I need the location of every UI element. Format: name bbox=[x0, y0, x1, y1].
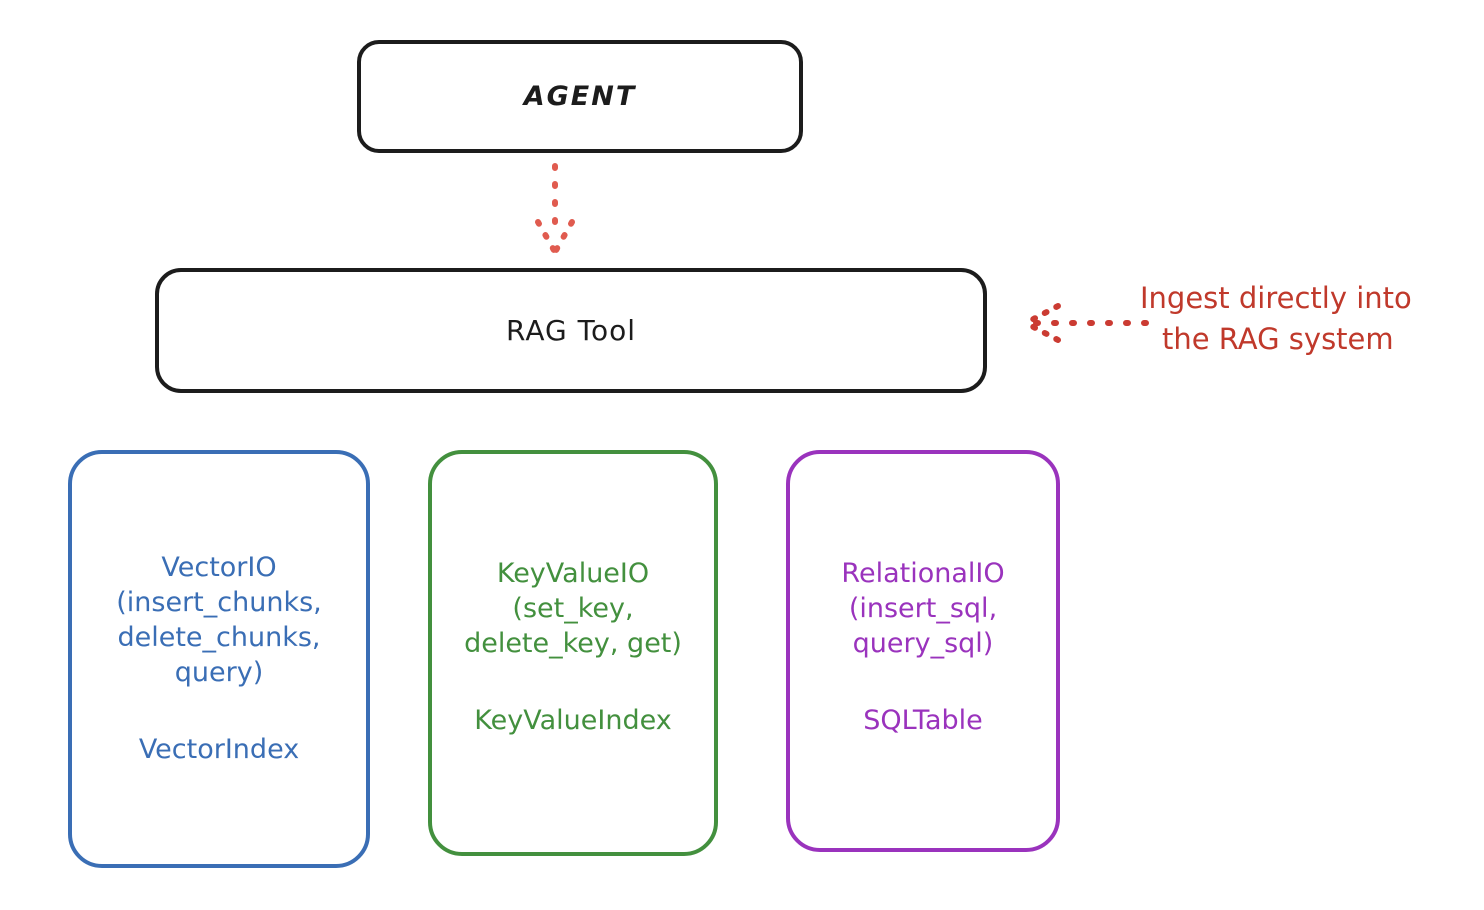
key-value-io-api-label: KeyValueIO (set_key, delete_key, get) bbox=[464, 558, 682, 660]
agent-node[interactable]: AGENT bbox=[357, 40, 803, 153]
agent-node-label: AGENT bbox=[523, 81, 637, 112]
ingest-note-line-2: the RAG system bbox=[1162, 322, 1394, 357]
ingest-note-line-1: Ingest directly into bbox=[1140, 281, 1412, 315]
ingest-note-connector bbox=[1023, 303, 1149, 343]
relational-io-node[interactable]: RelationalIO (insert_sql, query_sql) SQL… bbox=[786, 450, 1060, 852]
vector-io-node[interactable]: VectorIO (insert_chunks, delete_chunks, … bbox=[68, 450, 370, 868]
vector-index-label: VectorIndex bbox=[138, 734, 300, 766]
relational-io-api-label: RelationalIO (insert_sql, query_sql) bbox=[841, 558, 1005, 660]
rag-tool-node[interactable]: RAG Tool bbox=[155, 268, 987, 393]
agent-to-rag-connector bbox=[535, 163, 575, 255]
key-value-io-node[interactable]: KeyValueIO (set_key, delete_key, get) Ke… bbox=[428, 450, 718, 856]
rag-tool-node-label: RAG Tool bbox=[506, 314, 636, 347]
key-value-index-label: KeyValueIndex bbox=[474, 705, 672, 737]
sql-table-label: SQLTable bbox=[863, 705, 983, 737]
ingest-note-text: Ingest directly into the RAG system bbox=[1140, 278, 1480, 360]
vector-io-api-label: VectorIO (insert_chunks, delete_chunks, … bbox=[116, 552, 322, 689]
